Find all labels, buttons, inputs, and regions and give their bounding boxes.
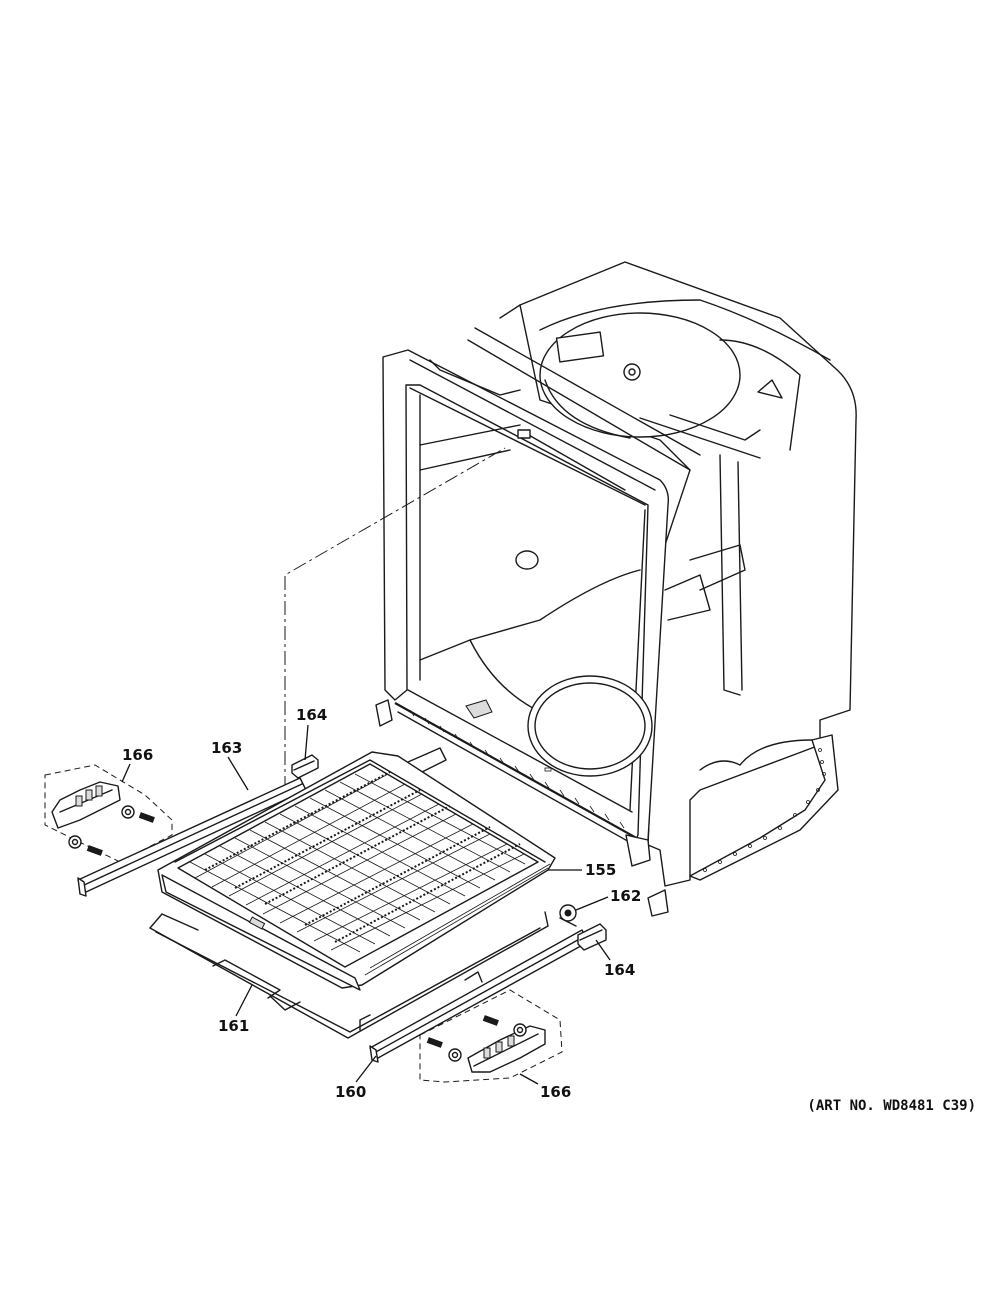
callout-label: 161: [218, 1017, 249, 1035]
callout-161: 161: [218, 984, 253, 1035]
callout-160: 160: [335, 1055, 377, 1101]
dishwasher-tub-assembly: [375, 261, 857, 917]
dish-rack: [157, 751, 556, 991]
callout-155: 155: [548, 861, 616, 879]
callout-162: 162: [575, 887, 641, 911]
assembly-line: [284, 447, 506, 865]
rack-wire-frame: [149, 911, 549, 1039]
rail-stop-right: [577, 923, 607, 951]
rack-adjuster-kit-right: [419, 989, 563, 1083]
callout-label: 164: [296, 706, 327, 724]
callout-163: 163: [211, 739, 249, 791]
rail-stop-top: [291, 754, 319, 779]
callout-label: 160: [335, 1083, 366, 1101]
callout-164-right: 164: [595, 939, 635, 979]
callout-label: 166: [122, 746, 153, 764]
callout-164-top: 164: [296, 706, 327, 761]
callout-label: 155: [585, 861, 616, 879]
callout-label: 162: [610, 887, 641, 905]
callout-label: 163: [211, 739, 242, 757]
rack-roller: [559, 904, 577, 927]
callout-166-left: 166: [121, 746, 153, 783]
art-number: (ART NO. WD8481 C39): [807, 1098, 976, 1114]
rack-adjuster-kit-left: [44, 764, 173, 863]
callout-label: 166: [540, 1083, 571, 1101]
callout-label: 164: [604, 961, 635, 979]
callout-166-bottom: 166: [519, 1073, 571, 1101]
